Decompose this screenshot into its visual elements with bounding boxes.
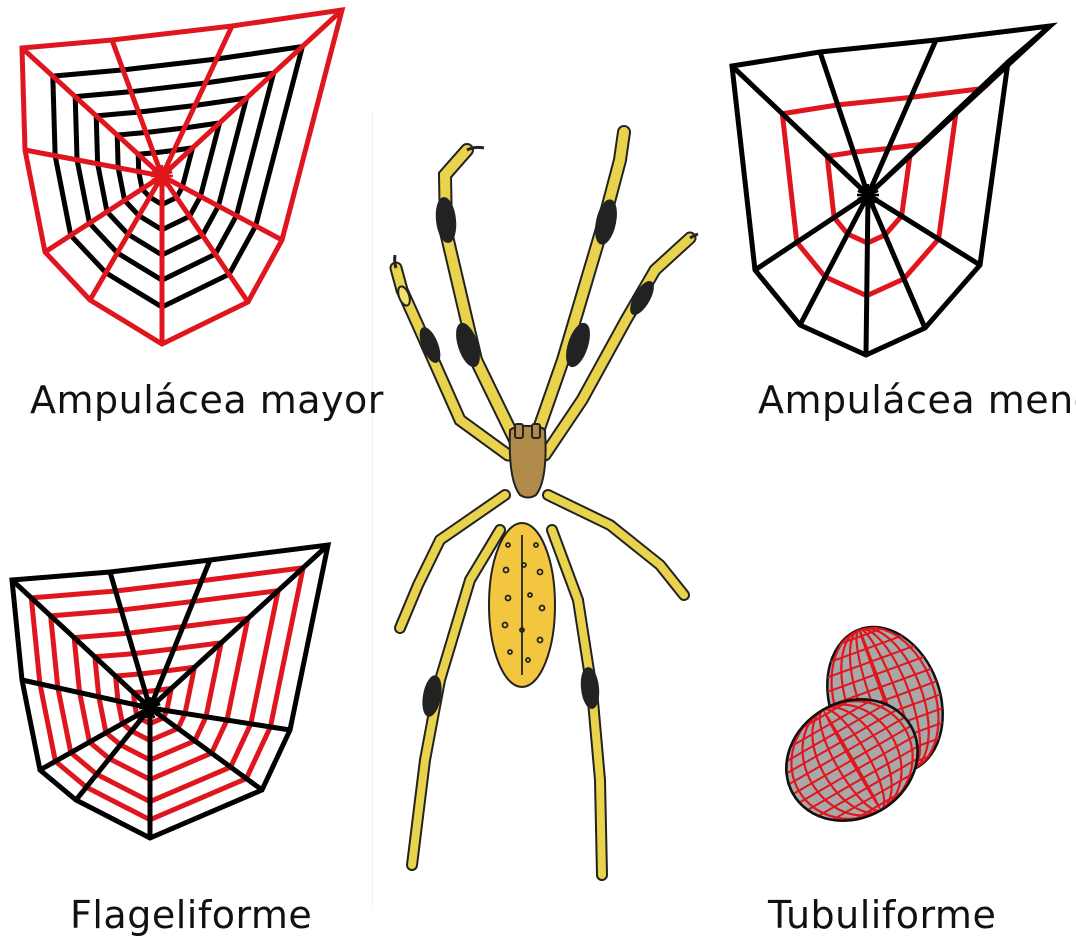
- web-spoke: [868, 40, 936, 195]
- divider: [372, 110, 373, 910]
- spider-legs: [396, 132, 690, 875]
- web-spoke: [40, 708, 150, 770]
- web-ampulacea-menor: [732, 26, 1050, 355]
- spider-icon: [395, 132, 698, 875]
- web-flageliforme: [12, 545, 328, 838]
- web-spoke: [868, 62, 1008, 195]
- web-spoke: [866, 195, 868, 355]
- web-frame: [22, 10, 342, 344]
- label-ampulacea-menor: Ampulácea menor: [758, 378, 1076, 422]
- web-frame: [732, 26, 1050, 355]
- label-ampulacea-mayor: Ampulácea mayor: [30, 378, 384, 422]
- web-ampulacea-mayor: [22, 10, 342, 344]
- label-flageliforme: Flageliforme: [70, 893, 312, 937]
- web-spoke: [162, 176, 248, 302]
- label-tubuliforme: Tubuliforme: [768, 893, 996, 937]
- egg-sac-icon: [764, 611, 962, 845]
- web-spoke: [150, 708, 290, 730]
